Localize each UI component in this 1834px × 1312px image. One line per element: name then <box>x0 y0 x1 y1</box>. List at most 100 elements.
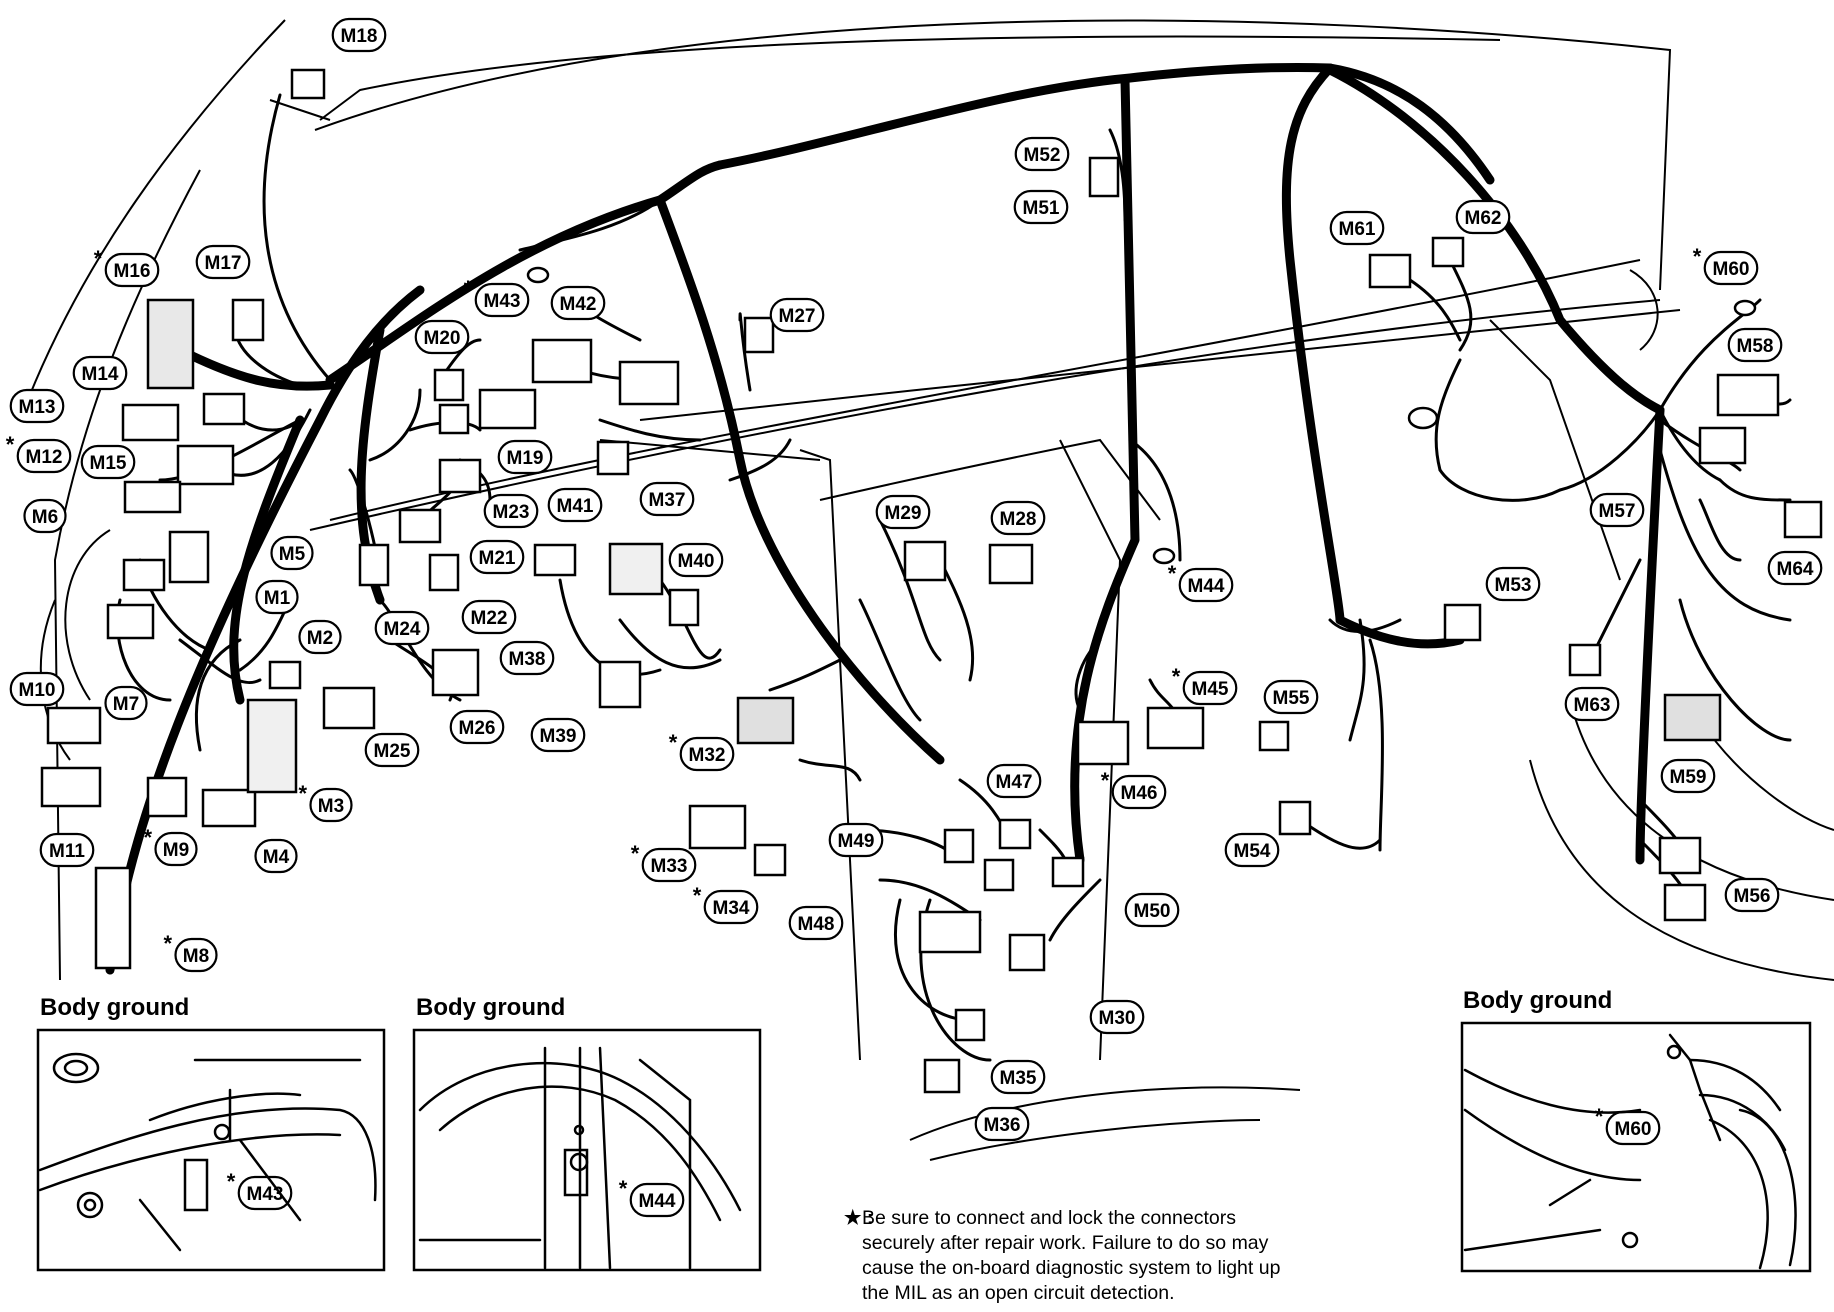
label-text: M18 <box>341 26 378 47</box>
label-text: M34 <box>713 898 750 919</box>
label-text: M48 <box>798 914 835 935</box>
label-badge <box>990 1059 1046 1095</box>
label-badge <box>1660 758 1716 794</box>
inset-middle-label: M44* <box>619 1176 685 1218</box>
label-text: M45 <box>1192 679 1229 700</box>
label-badge <box>374 610 430 646</box>
inset-right-frame <box>1460 1021 1812 1273</box>
connector-label-m48: M48 <box>788 905 844 941</box>
star-marker: * <box>1693 244 1702 269</box>
label-text: M10 <box>19 680 56 701</box>
connector-label-m13: M13 <box>9 388 65 424</box>
connector-label-m58: M58 <box>1727 327 1783 363</box>
connector-label-m8: M8* <box>164 931 218 973</box>
label-text: M49 <box>838 831 875 852</box>
label-text: M43 <box>247 1184 284 1205</box>
connector-label-m14: M14 <box>72 355 128 391</box>
label-text: M53 <box>1495 575 1532 596</box>
connector-label-m35: M35 <box>990 1059 1046 1095</box>
label-badge <box>788 905 844 941</box>
star-marker: * <box>227 1169 236 1194</box>
connector-label-m46: M46* <box>1101 768 1167 810</box>
inset-right-label: M60 * <box>1595 1104 1661 1146</box>
connector-label-m28: M28 <box>990 500 1046 536</box>
label-text: M42 <box>560 294 597 315</box>
connector-label-m24: M24 <box>374 610 430 646</box>
connector-label-m11: M11 <box>39 832 95 868</box>
label-badge <box>237 1175 293 1211</box>
inset-left-sketch <box>38 1052 377 1252</box>
connector-label-m32: M32* <box>669 730 735 772</box>
inset-middle-frame <box>412 1028 762 1272</box>
connector-label-m33: M33* <box>631 841 697 883</box>
label-badge <box>769 297 825 333</box>
label-badge <box>1178 567 1234 603</box>
connector-label-m26: M26 <box>449 709 505 745</box>
label-badge <box>331 17 387 53</box>
label-badge <box>309 787 353 823</box>
label-text: M43 <box>484 291 521 312</box>
label-text: M26 <box>459 718 496 739</box>
label-text: M11 <box>49 841 85 862</box>
label-badge <box>974 1106 1030 1142</box>
label-badge <box>474 282 530 318</box>
label-text: M9 <box>163 840 189 861</box>
label-badge <box>990 500 1046 536</box>
connector-label-m18: M18 <box>331 17 387 53</box>
connector-label-m51: M51 <box>1013 189 1069 225</box>
label-badge <box>298 619 342 655</box>
label-text: M29 <box>885 503 922 524</box>
inset-middle-sketch <box>418 1046 742 1270</box>
connector-label-m40: M40 <box>668 542 724 578</box>
label-text: M51 <box>1023 198 1060 219</box>
connector-label-m54: M54 <box>1224 832 1280 868</box>
label-badge <box>255 579 299 615</box>
label-text: M22 <box>471 608 508 629</box>
label-badge <box>483 493 539 529</box>
label-text: M24 <box>384 619 421 640</box>
note-line-2: securely after repair work. Failure to d… <box>862 1232 1269 1254</box>
label-badge <box>1014 136 1070 172</box>
label-text: M36 <box>984 1115 1021 1136</box>
label-badge <box>499 640 555 676</box>
connector-label-m39: M39 <box>530 717 586 753</box>
label-text: M25 <box>374 741 411 762</box>
label-badge <box>1089 999 1145 1035</box>
label-text: M52 <box>1024 145 1061 166</box>
star-marker: * <box>144 825 153 850</box>
label-badge <box>254 838 298 874</box>
label-badge <box>1703 250 1759 286</box>
note-line-3: cause the on-board diagnostic system to … <box>862 1257 1281 1279</box>
label-badge <box>16 438 72 474</box>
label-text: M60 <box>1615 1119 1652 1140</box>
label-badge <box>875 494 931 530</box>
label-text: M62 <box>1465 208 1502 229</box>
label-badge <box>154 831 198 867</box>
label-text: M39 <box>540 726 577 747</box>
star-marker: * <box>1168 561 1177 586</box>
label-text: M5 <box>279 544 306 565</box>
connector-label-m42: M42 <box>550 285 606 321</box>
star-marker: * <box>669 730 678 755</box>
connector-label-m41: M41 <box>547 487 603 523</box>
label-text: M23 <box>493 502 530 523</box>
inset-right-title: Body ground <box>1463 987 1613 1014</box>
label-badge <box>1455 199 1511 235</box>
inset-right-sketch <box>1463 1033 1797 1270</box>
connector-label-m50: M50 <box>1124 892 1180 928</box>
connector-label-m1: M1 <box>255 579 299 615</box>
label-badge <box>39 832 95 868</box>
connector-label-m57: M57 <box>1589 492 1645 528</box>
label-text: M4 <box>263 847 290 868</box>
label-text: M38 <box>509 649 546 670</box>
label-badge <box>1013 189 1069 225</box>
label-text: M47 <box>996 772 1033 793</box>
label-badge <box>639 481 695 517</box>
star-marker: * <box>1595 1104 1604 1129</box>
label-text: M59 <box>1670 767 1707 788</box>
connector-label-m47: M47 <box>986 763 1042 799</box>
connector-label-m63: M63 <box>1564 686 1620 722</box>
label-badge <box>530 717 586 753</box>
label-badge <box>270 535 314 571</box>
connector-label-m34: M34* <box>693 883 759 925</box>
